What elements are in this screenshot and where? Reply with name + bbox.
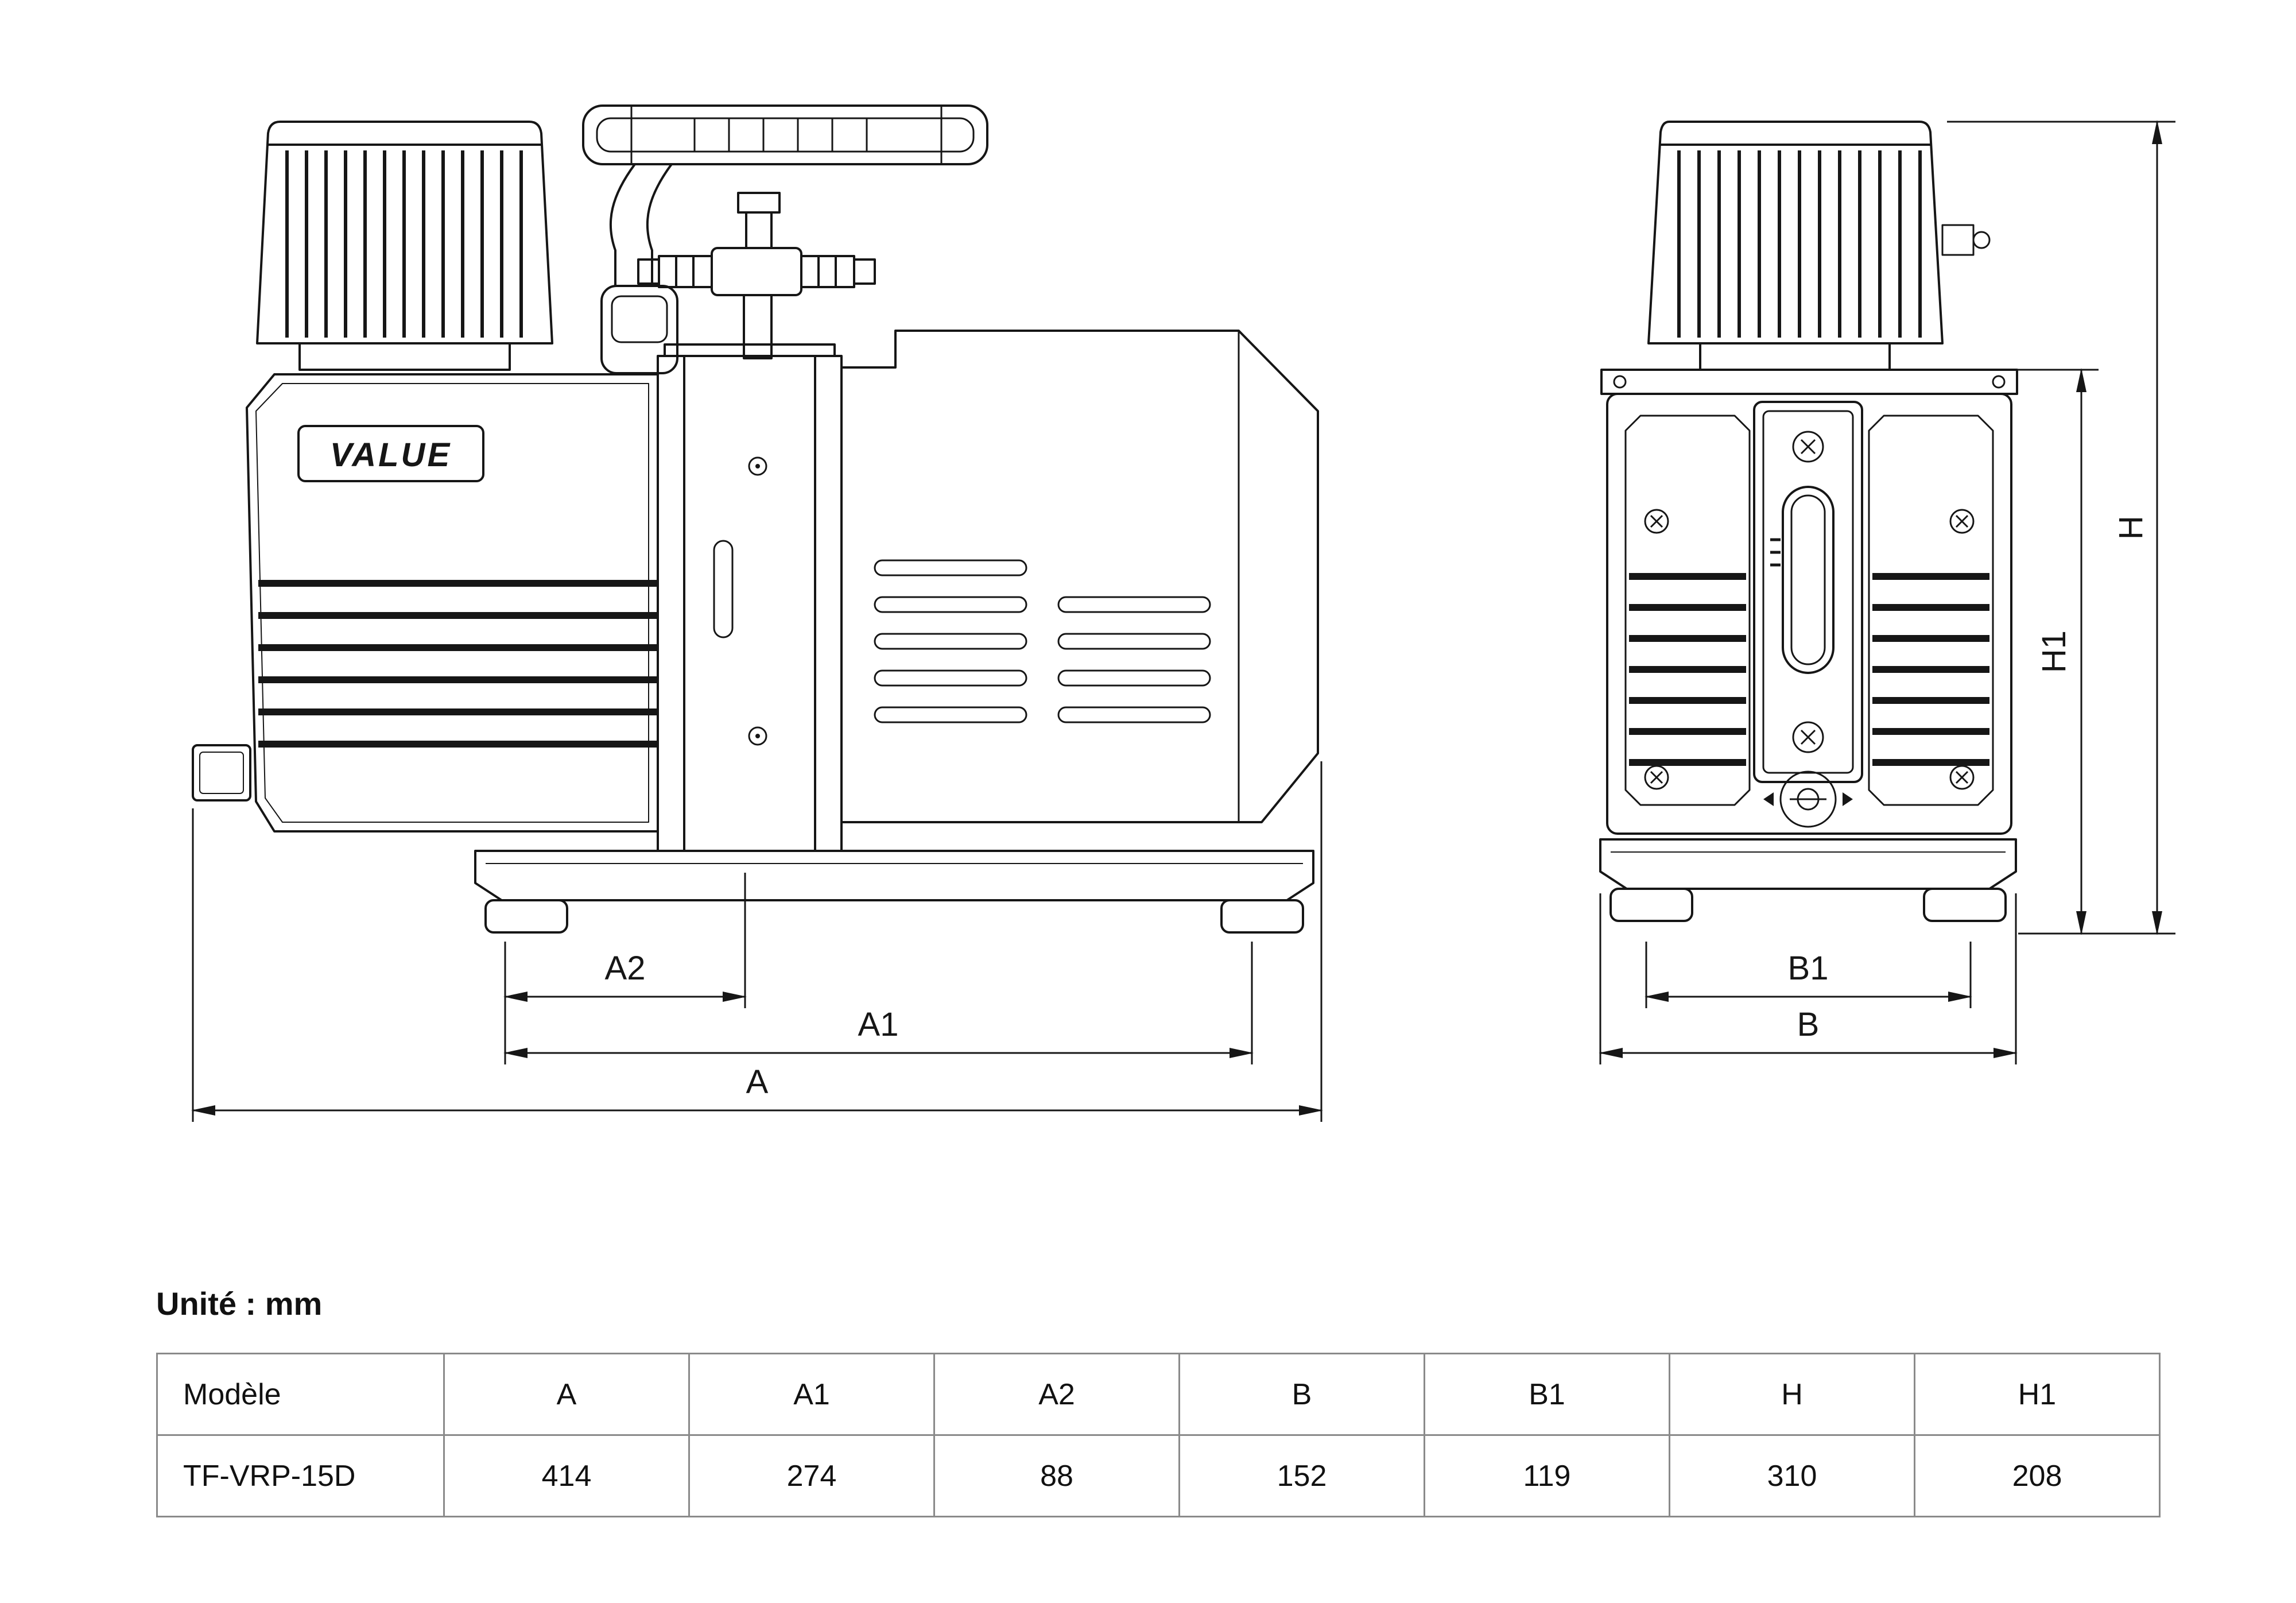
brand-logo-text: VALUE <box>330 436 452 474</box>
sight-glass <box>1782 486 1835 674</box>
vent-louvers <box>874 559 1211 723</box>
table-header-b: B <box>1178 1353 1425 1436</box>
dim-h: H <box>1947 120 2175 935</box>
carry-handle <box>582 104 988 374</box>
dim-a2: A2 <box>503 873 747 1064</box>
table-cell-b1: 119 <box>1424 1434 1670 1517</box>
table-header-a1: A1 <box>688 1353 935 1436</box>
dimension-annotations: A2 A1 A B1 <box>191 120 2175 1122</box>
sight-glass-panel <box>1753 401 1863 783</box>
technical-drawing: VALUE <box>191 104 2175 1122</box>
dim-label-b1: B1 <box>1788 950 1829 987</box>
motor-cooling-ribs <box>258 580 658 748</box>
table-header-a2: A2 <box>933 1353 1180 1436</box>
dim-b: B <box>1599 893 2018 1064</box>
dim-h1: H1 <box>2016 368 2099 935</box>
table-cell-a: 414 <box>443 1434 690 1517</box>
table-cell-h1: 208 <box>1914 1434 2161 1517</box>
table-header-model: Modèle <box>156 1353 445 1436</box>
table-header-h1: H1 <box>1914 1353 2161 1436</box>
unit-label: Unité : mm <box>156 1286 323 1322</box>
front-view-drawing <box>1599 121 2018 922</box>
dimensions-table: Modèle A A1 A2 B B1 H H1 TF-VRP-15D 414 … <box>156 1353 2161 1517</box>
intake-valve <box>637 192 876 359</box>
oil-level-marks <box>1770 538 1781 567</box>
table-header-row: Modèle A A1 A2 B B1 H H1 <box>156 1353 2161 1436</box>
dim-label-a1: A1 <box>858 1006 899 1043</box>
dim-a1: A1 <box>503 942 1254 1064</box>
table-cell-h: 310 <box>1669 1434 1915 1517</box>
drain-knob <box>1763 770 1853 828</box>
table-header-b1: B1 <box>1424 1353 1670 1436</box>
dim-label-b: B <box>1797 1006 1820 1043</box>
table-cell-b: 152 <box>1178 1434 1425 1517</box>
front-body <box>1600 369 2018 835</box>
table-cell-a2: 88 <box>933 1434 1180 1517</box>
base-side <box>474 850 1314 934</box>
brand-logo: VALUE <box>297 425 484 482</box>
pump-module <box>840 330 1319 823</box>
rear-bracket <box>192 744 251 802</box>
oil-cap <box>256 121 553 371</box>
dim-label-a: A <box>746 1063 769 1101</box>
front-cap <box>1647 121 1991 371</box>
center-bracket <box>657 343 843 852</box>
dim-label-h: H <box>2112 516 2150 540</box>
dim-a: A <box>191 761 1323 1122</box>
motor-housing: VALUE <box>192 373 659 833</box>
side-fitting <box>1941 224 1975 256</box>
table-header-h: H <box>1669 1353 1915 1436</box>
dim-label-h1: H1 <box>2035 630 2073 673</box>
table-header-a: A <box>443 1353 690 1436</box>
table-cell-a1: 274 <box>688 1434 935 1517</box>
side-view-drawing: VALUE <box>192 104 1319 934</box>
corner-screws <box>1644 509 1975 790</box>
base-front <box>1599 838 2017 922</box>
table-cell-model: TF-VRP-15D <box>156 1434 445 1517</box>
table-row: TF-VRP-15D 414 274 88 152 119 310 208 <box>156 1434 2161 1517</box>
dim-label-a2: A2 <box>605 950 646 987</box>
front-cooling-ribs <box>1629 573 1989 766</box>
dim-b1: B1 <box>1645 942 1972 1008</box>
